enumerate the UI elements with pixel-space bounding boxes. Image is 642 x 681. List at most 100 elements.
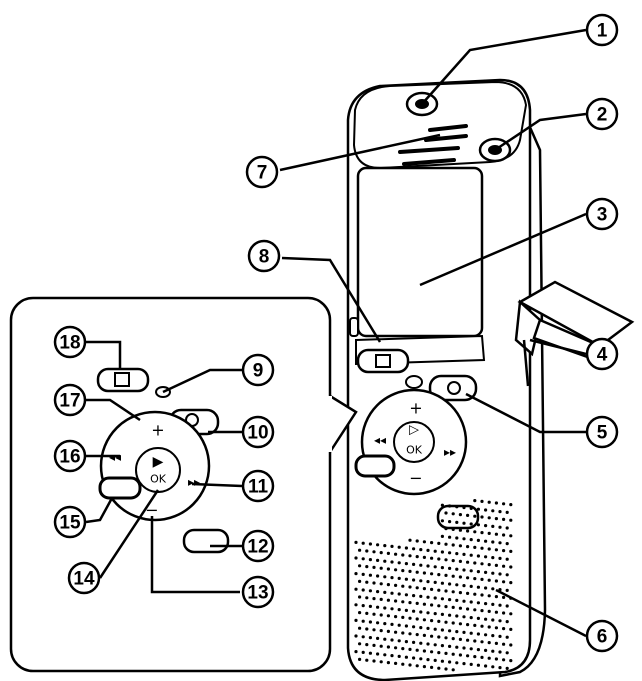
grille-dot (415, 601, 419, 606)
callout-13: 13 (241, 575, 275, 609)
grille-dot (469, 538, 473, 542)
grille-dot (394, 568, 398, 572)
grille-dot (397, 608, 401, 612)
leader-7 (279, 133, 441, 172)
callout-1: 1 (585, 13, 619, 47)
grille-dot (433, 658, 437, 663)
grille-dot (469, 553, 473, 557)
callout-8: 8 (247, 239, 281, 273)
leader-6 (495, 588, 587, 638)
grille-dot (440, 503, 444, 507)
callout-17: 17 (53, 383, 87, 417)
grille-dot (397, 545, 401, 549)
grille-dot (433, 549, 437, 553)
grille-dot (455, 583, 459, 587)
grille-dot (433, 596, 437, 600)
callout-number: 18 (59, 333, 80, 354)
grille-dot (487, 563, 491, 567)
grille-dot (494, 657, 498, 661)
grille-dot (440, 566, 444, 570)
grille-dot (498, 510, 502, 514)
leader-3 (419, 212, 587, 287)
grille-dot (487, 625, 491, 629)
grille-dot (473, 639, 477, 643)
grille-dot (484, 586, 488, 590)
grille-dot (376, 621, 380, 625)
grille-dot (448, 566, 452, 571)
grille-dot (494, 501, 498, 505)
grille-dot (379, 582, 383, 586)
grille-dot (419, 610, 423, 614)
grille-dot (412, 625, 416, 629)
grille-dot (394, 583, 398, 588)
grille-dot (491, 618, 495, 622)
grille-dot (379, 566, 383, 570)
grille-dot (451, 543, 455, 547)
grille-dot (386, 598, 390, 602)
grille-dot (455, 661, 459, 665)
grille-dot (491, 540, 495, 544)
grille-dot (401, 662, 405, 666)
grille-dot (487, 531, 491, 536)
grille-dot (505, 620, 509, 624)
grille-dot (476, 663, 480, 667)
grille-dot (469, 616, 473, 620)
grille-dot (469, 569, 473, 573)
grille-dot (480, 577, 484, 582)
callout-circle (245, 155, 279, 189)
grille-dot (430, 603, 434, 607)
grille-dot (458, 544, 462, 548)
grille-dot (430, 634, 434, 638)
grille-dot (365, 549, 369, 553)
grille-dot (397, 592, 401, 596)
grille-dot (480, 562, 484, 566)
grille-dot (358, 657, 362, 662)
grille-dot (361, 635, 365, 639)
grille-dot (365, 565, 369, 569)
grille-dot (440, 597, 444, 601)
grille-dot (376, 590, 380, 594)
grille-dot (494, 517, 498, 521)
grille-dot (412, 578, 416, 582)
grille-dot (491, 587, 495, 591)
device-dial: OK ▷ + − ◂◂ ▸▸ (360, 388, 468, 496)
grille-dot (491, 602, 495, 607)
leader-17 (86, 398, 141, 422)
callout-number: 15 (59, 513, 81, 534)
grille-dot (354, 650, 358, 654)
grille-dot (376, 558, 380, 563)
grille-dot (494, 595, 498, 599)
leader-lines (85, 28, 587, 638)
grille-dot (494, 626, 498, 630)
grille-dot (498, 650, 502, 654)
grille-dot (480, 515, 484, 519)
grille-dot (469, 631, 473, 635)
grille-dot (372, 612, 376, 616)
grille-dot (484, 648, 488, 653)
grille-dot (455, 505, 459, 509)
callout-number: 17 (59, 391, 80, 412)
grille-dot (487, 594, 491, 598)
grille-dot (480, 546, 484, 550)
grille-dot (462, 568, 466, 572)
grille-dot (487, 609, 491, 614)
grille-dot (440, 519, 444, 523)
grille-dot (386, 583, 390, 587)
callout-circle (585, 619, 619, 653)
grille-dot (376, 574, 380, 578)
grille-dot (415, 648, 419, 652)
grille-dot (408, 663, 412, 667)
grille-dot (361, 619, 365, 623)
svg-text:+: + (151, 421, 164, 440)
grille-dot (361, 588, 365, 592)
grille-dot (502, 564, 506, 568)
grille-dot (469, 647, 473, 651)
grille-dot (455, 598, 459, 603)
grille-dot (404, 624, 408, 628)
grille-dot (484, 539, 488, 543)
grille-dot (462, 615, 466, 619)
device-list-button (354, 454, 396, 478)
leader-14 (98, 489, 160, 579)
grille-dot (505, 542, 509, 546)
grille-dot (466, 560, 470, 564)
